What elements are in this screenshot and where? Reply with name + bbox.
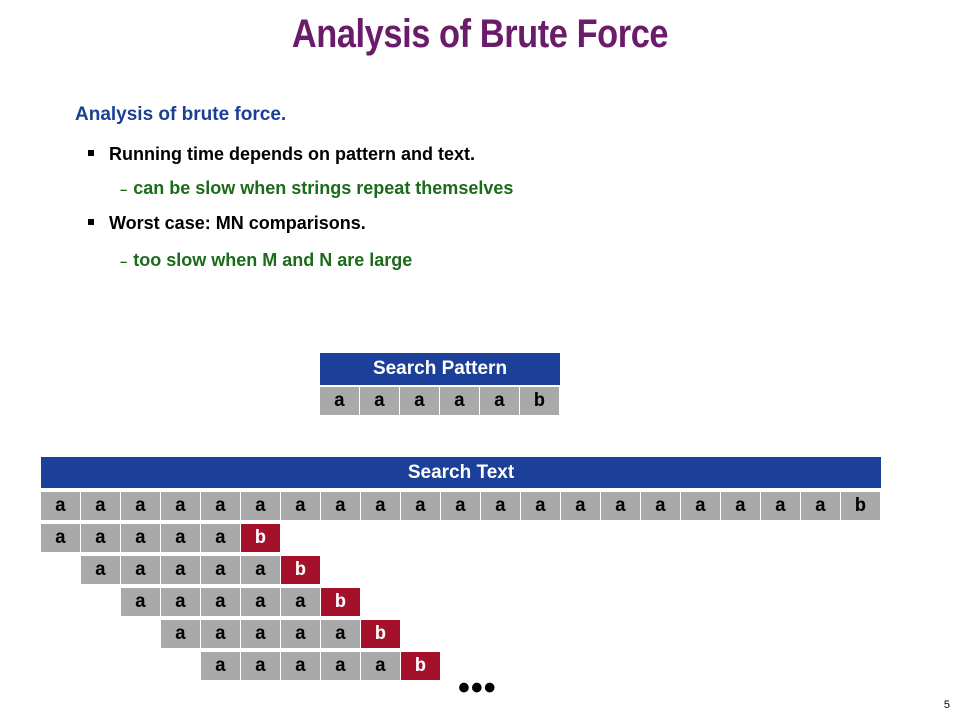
pattern-cell: a: [319, 386, 360, 416]
alignment-cell: a: [280, 619, 321, 649]
bullet-1-text: Running time depends on pattern and text…: [109, 144, 476, 164]
text-cell: b: [840, 491, 881, 521]
alignment-cell-mismatch: b: [360, 619, 401, 649]
text-cell: a: [640, 491, 681, 521]
pattern-cell: b: [519, 386, 560, 416]
text-cell: a: [400, 491, 441, 521]
continuation-ellipsis: •••: [458, 669, 497, 707]
text-cell: a: [560, 491, 601, 521]
text-cell: a: [600, 491, 641, 521]
alignment-cell-mismatch: b: [400, 651, 441, 681]
dash-bullet-icon: –: [120, 182, 128, 197]
pattern-cell: a: [399, 386, 440, 416]
text-cell: a: [680, 491, 721, 521]
text-cell: a: [800, 491, 841, 521]
alignment-cell: a: [240, 587, 281, 617]
alignment-cell: a: [200, 651, 241, 681]
text-cell: a: [80, 491, 121, 521]
bullet-1: Running time depends on pattern and text…: [88, 144, 475, 165]
alignment-cell: a: [320, 651, 361, 681]
pattern-cell: a: [439, 386, 480, 416]
page-number: 5: [943, 699, 950, 711]
text-cell: a: [720, 491, 761, 521]
alignment-cell: a: [200, 555, 241, 585]
bullet-2-text: Worst case: MN comparisons.: [109, 213, 366, 233]
sub-bullet-1: –can be slow when strings repeat themsel…: [120, 178, 513, 199]
text-cell: a: [280, 491, 321, 521]
alignment-cell: a: [120, 523, 161, 553]
text-cell: a: [440, 491, 481, 521]
square-bullet-icon: [88, 150, 94, 157]
search-pattern-header: Search Pattern: [319, 352, 561, 386]
sub-bullet-2: –too slow when M and N are large: [120, 250, 412, 271]
sub-bullet-2-text: too slow when M and N are large: [133, 250, 413, 270]
text-cell: a: [480, 491, 521, 521]
alignment-cell-mismatch: b: [320, 587, 361, 617]
dash-bullet-icon: –: [120, 254, 128, 269]
alignment-cell: a: [200, 523, 241, 553]
pattern-cell: a: [359, 386, 400, 416]
sub-bullet-1-text: can be slow when strings repeat themselv…: [133, 178, 514, 198]
alignment-cell: a: [280, 651, 321, 681]
text-cell: a: [360, 491, 401, 521]
alignment-cell: a: [280, 587, 321, 617]
alignment-cell: a: [200, 587, 241, 617]
alignment-cell: a: [240, 555, 281, 585]
text-cell: a: [760, 491, 801, 521]
section-heading: Analysis of brute force.: [75, 104, 287, 125]
text-cell: a: [520, 491, 561, 521]
alignment-cell: a: [200, 619, 241, 649]
search-text-header: Search Text: [40, 456, 882, 489]
alignment-cell: a: [80, 523, 121, 553]
text-cell: a: [240, 491, 281, 521]
alignment-cell: a: [240, 619, 281, 649]
alignment-cell: a: [160, 555, 201, 585]
alignment-cell: a: [80, 555, 121, 585]
alignment-cell: a: [160, 523, 201, 553]
pattern-cell: a: [479, 386, 520, 416]
text-cell: a: [120, 491, 161, 521]
slide-title: Analysis of Brute Force: [291, 12, 669, 56]
alignment-cell: a: [160, 619, 201, 649]
alignment-cell: a: [360, 651, 401, 681]
alignment-cell: a: [160, 587, 201, 617]
alignment-cell: a: [40, 523, 81, 553]
alignment-cell: a: [120, 587, 161, 617]
alignment-cell: a: [120, 555, 161, 585]
bullet-2: Worst case: MN comparisons.: [88, 213, 366, 234]
text-cell: a: [40, 491, 81, 521]
text-cell: a: [200, 491, 241, 521]
alignment-cell: a: [240, 651, 281, 681]
alignment-cell-mismatch: b: [240, 523, 281, 553]
text-cell: a: [160, 491, 201, 521]
square-bullet-icon: [88, 219, 94, 226]
alignment-cell-mismatch: b: [280, 555, 321, 585]
alignment-cell: a: [320, 619, 361, 649]
text-cell: a: [320, 491, 361, 521]
